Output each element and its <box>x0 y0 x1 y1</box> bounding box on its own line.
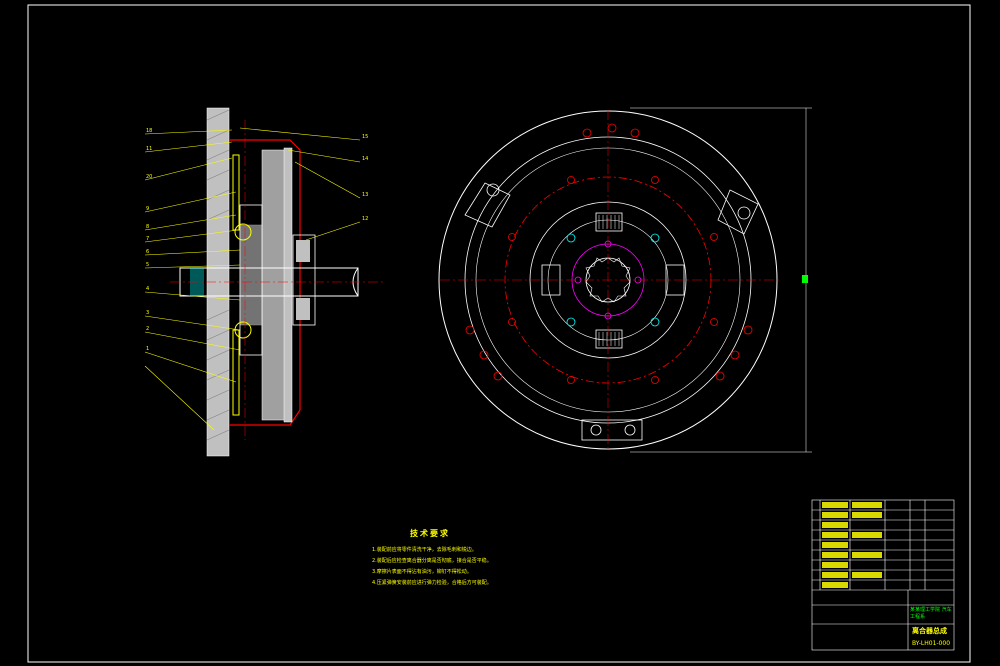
svg-text:1: 1 <box>146 346 149 352</box>
title-block <box>811 499 955 651</box>
drawing-name: 离合器总成 <box>912 627 947 635</box>
svg-text:12: 12 <box>362 216 368 222</box>
svg-text:4: 4 <box>146 286 149 292</box>
svg-text:18: 18 <box>146 128 152 134</box>
svg-text:20: 20 <box>146 174 152 180</box>
section-view: 18 11 20 9 8 7 6 5 4 3 2 1 15 14 13 12 <box>144 107 385 457</box>
svg-text:15: 15 <box>362 134 368 140</box>
tech-requirement-item: 4.压紧弹簧安装前应进行弹力检验，合格后方可装配。 <box>372 580 492 586</box>
svg-text:6: 6 <box>146 249 149 255</box>
svg-text:9: 9 <box>146 206 149 212</box>
svg-text:8: 8 <box>146 224 149 230</box>
tech-requirement-item: 2.装配后应检查离合器分离是否彻底，接合是否平稳。 <box>372 558 492 564</box>
svg-text:7: 7 <box>146 236 149 242</box>
svg-text:14: 14 <box>362 156 368 162</box>
svg-text:13: 13 <box>362 192 368 198</box>
svg-text:5: 5 <box>146 262 149 268</box>
tech-requirements-title: 技术要求 <box>410 529 450 538</box>
tech-requirements-list: 1.装配前应将零件清洗干净，去除毛刺和锐边。 2.装配后应检查离合器分离是否彻底… <box>372 545 572 589</box>
front-view <box>438 107 812 453</box>
tech-requirement-item: 3.摩擦片表面不得沾有油污，铆钉不得松动。 <box>372 569 472 575</box>
svg-text:3: 3 <box>146 310 149 316</box>
drawing-number: BY-LH01-000 <box>912 640 951 647</box>
tech-requirement-item: 1.装配前应将零件清洗干净，去除毛刺和锐边。 <box>372 547 477 553</box>
drawing-frame <box>27 4 971 663</box>
svg-text:11: 11 <box>146 146 152 152</box>
svg-text:2: 2 <box>146 326 149 332</box>
school-name: 某某理工学院 汽车工程系 <box>910 607 952 620</box>
clutch-cover <box>229 139 301 426</box>
